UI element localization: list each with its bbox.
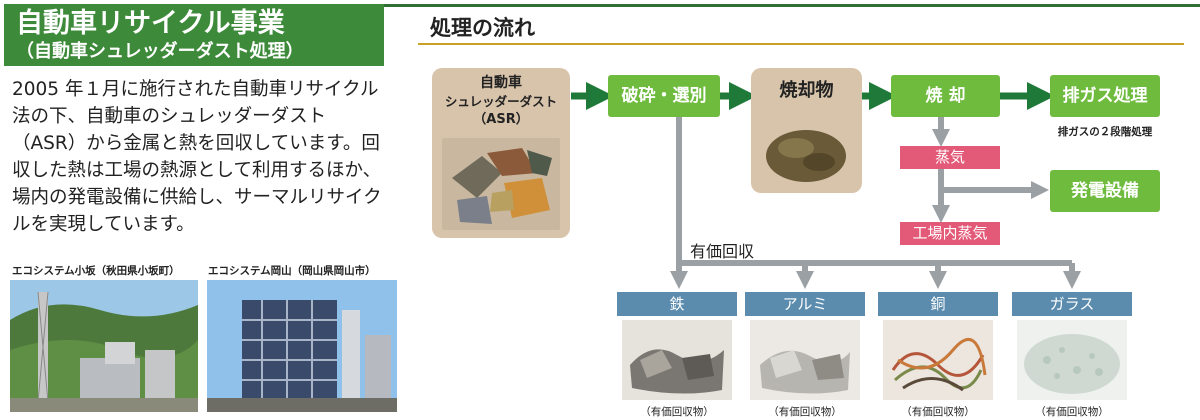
asr-line1: 自動車 — [480, 75, 522, 91]
node-incineration: 焼 却 — [891, 75, 1000, 117]
product-aluminum-image — [750, 320, 860, 400]
node-exhaust-treatment: 排ガス処理 — [1050, 75, 1160, 117]
facility-photo-kosaka — [10, 280, 198, 412]
top-rule — [384, 4, 1200, 7]
product-glass-note: （有価回収物） — [1035, 406, 1109, 418]
node-steam: 蒸気 — [900, 146, 1000, 169]
node-power-generation: 発電設備 — [1050, 170, 1160, 212]
product-copper-image — [883, 320, 993, 400]
page-subtitle: （自動車シュレッダーダスト処理） — [16, 41, 304, 62]
photo-caption-okayama: エコシステム岡山（岡山県岡山市） — [208, 265, 376, 277]
node-plant-steam: 工場内蒸気 — [900, 222, 1000, 245]
product-iron-note: （有価回収物） — [640, 406, 714, 418]
page-header: 自動車リサイクル事業 （自動車シュレッダーダスト処理） — [4, 4, 384, 66]
product-iron-image — [622, 320, 732, 400]
asr-line3: （ASR） — [473, 112, 529, 127]
product-iron-label: 鉄 — [617, 292, 737, 316]
valuable-recovery-label: 有価回収 — [690, 242, 755, 261]
flow-title: 処理の流れ — [430, 16, 535, 40]
page-title: 自動車リサイクル事業 — [16, 8, 285, 39]
facility-photo-okayama — [207, 280, 397, 412]
asr-line2: シュレッダーダスト — [444, 94, 558, 109]
residue-material-image — [761, 116, 851, 186]
residue-label: 焼却物 — [779, 80, 834, 101]
node-crushing-sorting: 破砕・選別 — [608, 75, 720, 117]
product-aluminum-note: （有価回収物） — [768, 406, 842, 418]
node-asr: 自動車 シュレッダーダスト （ASR） — [432, 68, 570, 238]
product-glass-image — [1017, 320, 1127, 400]
product-copper-label: 銅 — [878, 292, 998, 316]
asr-material-image — [442, 138, 560, 230]
description-text: 2005 年１月に施行された自動車リサイクル法の下、自動車のシュレッダーダスト（… — [12, 79, 382, 235]
photo-caption-kosaka: エコシステム小坂（秋田県小坂町） — [12, 265, 180, 277]
product-glass-label: ガラス — [1012, 292, 1132, 316]
node-residue: 焼却物 — [751, 68, 862, 193]
product-aluminum-label: アルミ — [745, 292, 865, 316]
flow-title-rule — [418, 43, 1184, 45]
product-copper-note: （有価回収物） — [901, 406, 975, 418]
exhaust-note: 排ガスの２段階処理 — [1057, 126, 1153, 138]
